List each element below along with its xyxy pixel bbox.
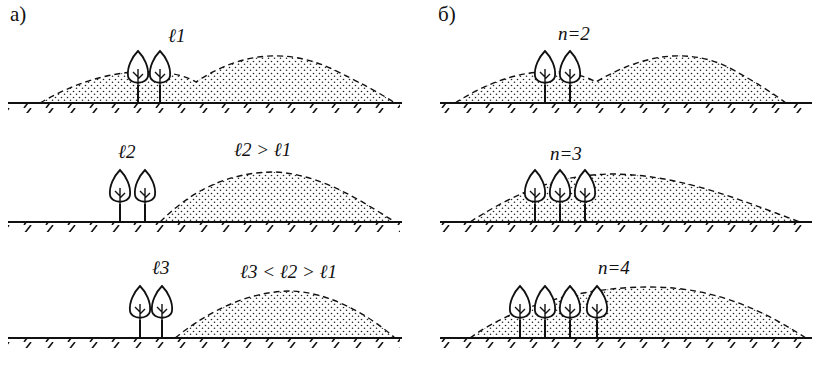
panel-letter: б) [436, 4, 458, 24]
dimension-label: ℓ2 [116, 142, 137, 162]
dimension-label: n=3 [548, 144, 584, 164]
dimension-label: ℓ2 > ℓ1 [232, 140, 293, 160]
dimension-label: ℓ3 [150, 258, 171, 278]
dimension-label: ℓ3 < ℓ2 > ℓ1 [238, 262, 339, 282]
panel-letter: а) [8, 4, 28, 24]
dimension-label: ℓ1 [166, 26, 187, 46]
dimension-label: n=2 [556, 24, 592, 44]
dimension-label: n=4 [596, 258, 632, 278]
